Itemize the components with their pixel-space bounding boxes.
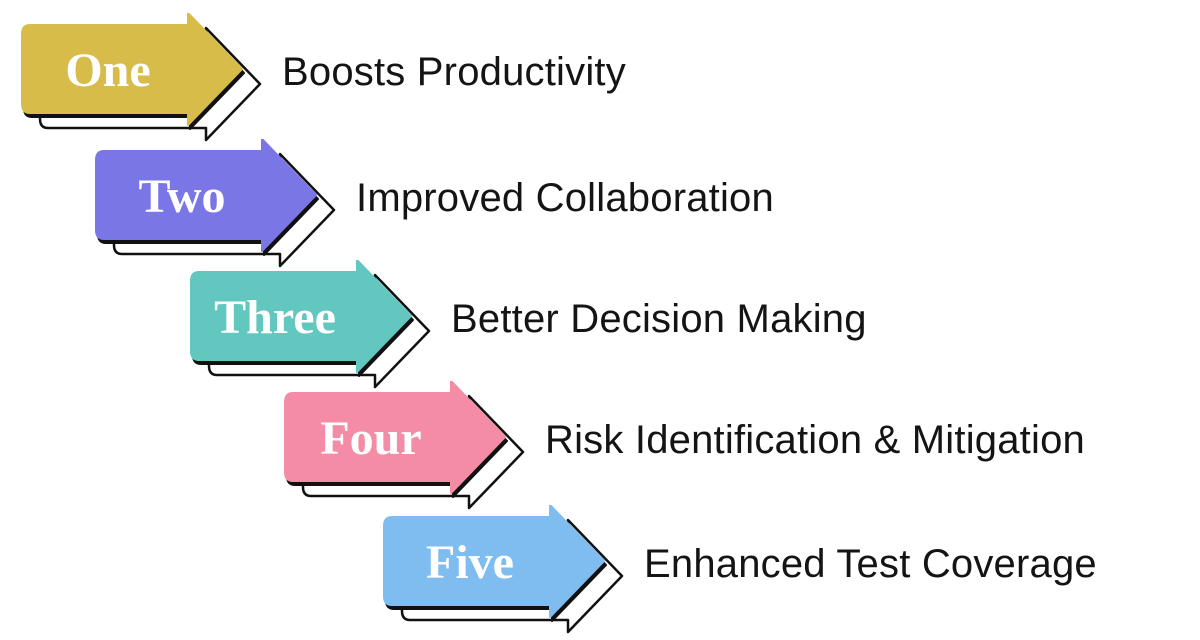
step-number: Four — [320, 412, 421, 465]
step-number: Three — [214, 291, 336, 344]
step-label: Better Decision Making — [451, 296, 867, 341]
arrow-graphic-3: Three — [190, 260, 431, 389]
arrow-graphic-2: Two — [95, 139, 336, 268]
arrow-graphic-5: Five — [383, 505, 624, 634]
step-label: Improved Collaboration — [356, 175, 774, 220]
step-row-3: Three Better Decision Making — [189, 260, 867, 392]
step-row-4: Four Risk Identification & Mitigation — [283, 381, 1085, 513]
arrow-shape — [284, 381, 506, 494]
step-label: Risk Identification & Mitigation — [545, 417, 1085, 462]
arrow-shape — [383, 505, 605, 618]
arrow-shape — [190, 260, 412, 373]
step-row-2: Two Improved Collaboration — [94, 139, 774, 271]
step-number: Two — [138, 170, 225, 223]
step-label: Enhanced Test Coverage — [644, 541, 1097, 586]
step-label: Boosts Productivity — [282, 49, 626, 94]
arrow-graphic-4: Four — [284, 381, 525, 510]
step-number: One — [65, 44, 150, 97]
arrow-shape — [95, 139, 317, 252]
arrow-graphic-1: One — [21, 13, 262, 142]
step-number: Five — [426, 536, 514, 589]
arrow-shape — [21, 13, 243, 126]
step-row-5: Five Enhanced Test Coverage — [382, 505, 1097, 637]
step-row-1: One Boosts Productivity — [20, 13, 626, 145]
